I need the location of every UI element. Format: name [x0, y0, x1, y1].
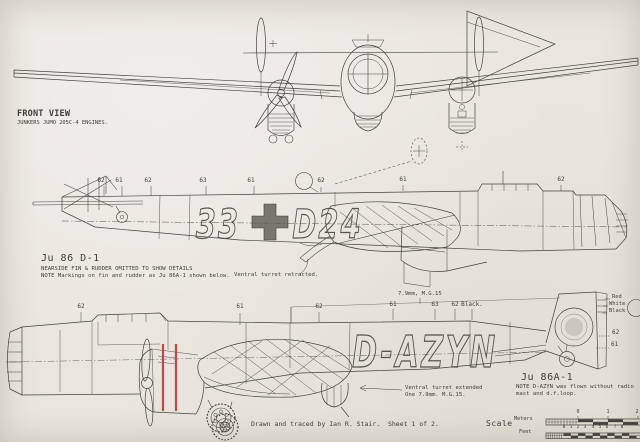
feet-tick: 5 — [598, 425, 602, 430]
fin-color-white: White — [609, 301, 626, 307]
feet-label: Feet — [519, 429, 532, 435]
station-callout: 61 — [236, 303, 244, 310]
feet-tick: 1 — [569, 425, 573, 430]
a1-title: Ju 86A-1 — [521, 372, 574, 383]
station-callout: 62 — [317, 177, 325, 184]
turret-retracted-note: Ventral turret retracted. — [234, 272, 319, 278]
credit-line: Drawn and traced by Ian R. Stair. Sheet … — [251, 420, 439, 428]
wheel-hub-icon — [211, 413, 239, 441]
fin-color-red: Red — [612, 294, 622, 300]
d1-note-2: NOTE Markings on fin and rudder as Ju 86… — [41, 273, 230, 279]
station-callout: 63 — [431, 301, 439, 308]
station-callout: 61 — [115, 177, 123, 184]
station-callout: 62 — [557, 176, 565, 183]
fuselage-code-a1: D-AZYN — [352, 326, 498, 379]
feet-tick: 8 — [620, 425, 624, 430]
code-d1-right: D24 — [292, 202, 362, 248]
fin-callout: 62 — [612, 329, 620, 336]
red-reference-lines — [161, 344, 178, 411]
scale-label: Scale — [486, 419, 513, 428]
balkenkreuz-marking — [251, 203, 289, 241]
station-callout: 61 — [399, 176, 407, 183]
turret-extended-note-1: Ventral turret extended — [405, 385, 483, 391]
scale-bars — [545, 416, 640, 439]
d1-title: Ju 86 D-1 — [41, 253, 100, 264]
a1-note-2: mast and d.f.loop. — [516, 391, 577, 397]
front-view-subtitle: JUNKERS JUMO 205C-4 ENGINES. — [17, 120, 108, 126]
fin-callout: 61 — [611, 341, 619, 348]
front-view-title: FRONT VIEW — [17, 109, 71, 119]
station-callout: 62 — [451, 301, 459, 308]
meters-label: Meters — [514, 416, 533, 422]
feet-tick: 2 — [576, 425, 580, 430]
feet-tick: 0 — [562, 425, 566, 430]
feet-tick: 4 — [591, 425, 595, 430]
feet-tick: 3 — [583, 425, 587, 430]
feet-tick: 6 — [605, 425, 609, 430]
d1-note-1: NEARSIDE FIN & RUDDER OMITTED TO SHOW DE… — [41, 266, 193, 272]
turret-extended-note-2: One 7.9mm. M.G.15. — [405, 392, 466, 398]
meters-tick: 1 — [606, 409, 610, 415]
station-callout: Black. — [461, 301, 483, 308]
station-callout: 62 — [77, 303, 85, 310]
a1-note-1: NOTE D-AZYN was flown without radio — [516, 384, 634, 390]
station-callout: 62 — [97, 177, 105, 184]
meters-tick: 2 — [635, 409, 639, 415]
meters-tick: 0 — [576, 409, 580, 415]
code-d1-left: 33 — [196, 202, 240, 248]
station-callout: 62 — [315, 303, 323, 310]
gun-label: 7.9mm, M.G.15 — [398, 291, 442, 297]
side-view-a1-drawing — [6, 291, 640, 433]
station-callout: 62 — [144, 177, 152, 184]
station-callout: 63 — [199, 177, 207, 184]
code-a1: D-AZYN — [352, 326, 498, 377]
station-callout: 61 — [247, 177, 255, 184]
station-callout: 61 — [389, 301, 397, 308]
front-view-drawing — [13, 10, 639, 165]
feet-tick: 7 — [613, 425, 617, 430]
side-view-d1-drawing — [32, 160, 628, 288]
fin-color-black: Black — [609, 308, 626, 314]
fuselage-code-d1: 33 D24 — [195, 202, 362, 249]
